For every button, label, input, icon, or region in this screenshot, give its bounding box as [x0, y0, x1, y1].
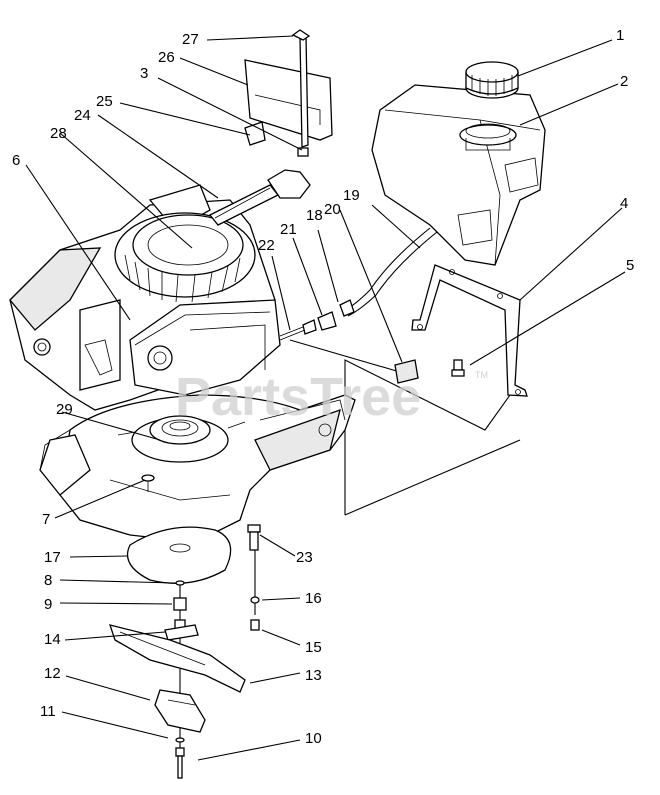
fuel-tank: [371, 84, 546, 266]
callout-28: 28: [50, 125, 67, 142]
callout-25: 25: [96, 93, 113, 110]
leader-lines: [25, 35, 626, 761]
lower-plate: [126, 526, 232, 584]
callout-5: 5: [626, 257, 634, 274]
callout-10: 10: [305, 730, 322, 747]
callout-labels: 1 2 3 4 5 6 7 8 9 10 11 12 13 14 15 16 1…: [12, 27, 634, 747]
callout-1: 1: [616, 27, 624, 44]
callout-22: 22: [258, 237, 275, 254]
throttle-control: [208, 169, 311, 226]
blade-bolt: [175, 737, 185, 779]
fuel-cap: [465, 61, 519, 99]
callout-3: 3: [140, 65, 148, 82]
control-bracket: [244, 29, 333, 157]
callout-27: 27: [182, 31, 199, 48]
callout-6: 6: [12, 152, 20, 169]
callout-9: 9: [44, 596, 52, 613]
hub-parts: [164, 580, 260, 641]
fuel-line: [344, 227, 438, 317]
callout-2: 2: [620, 73, 628, 90]
blade: [109, 624, 246, 693]
blade-adapter: [154, 689, 206, 733]
bolt-23: [247, 524, 261, 551]
callout-4: 4: [620, 195, 628, 212]
callout-21: 21: [280, 221, 297, 238]
callout-8: 8: [44, 572, 52, 589]
callout-12: 12: [44, 665, 61, 682]
bolt-5: [451, 359, 465, 377]
callout-17: 17: [44, 549, 61, 566]
callout-29: 29: [56, 401, 73, 418]
bolt-7: [141, 474, 155, 492]
callout-14: 14: [44, 631, 61, 648]
callout-11: 11: [40, 703, 56, 720]
mounting-plate: [117, 415, 246, 463]
watermark-trademark: TM: [475, 370, 488, 380]
callout-26: 26: [158, 49, 175, 66]
callout-13: 13: [305, 667, 322, 684]
tank-bracket: [411, 264, 528, 397]
callout-20: 20: [324, 201, 341, 218]
mower-deck: [39, 394, 356, 541]
recoil-starter: [114, 212, 256, 303]
watermark: PartsTree: [175, 367, 421, 427]
callout-15: 15: [305, 639, 322, 656]
callout-7: 7: [42, 511, 50, 528]
callout-23: 23: [296, 549, 313, 566]
callout-24: 24: [74, 107, 91, 124]
callout-16: 16: [305, 590, 322, 607]
callout-18: 18: [306, 207, 323, 224]
fuel-fittings: [279, 299, 419, 384]
callout-19: 19: [343, 187, 360, 204]
